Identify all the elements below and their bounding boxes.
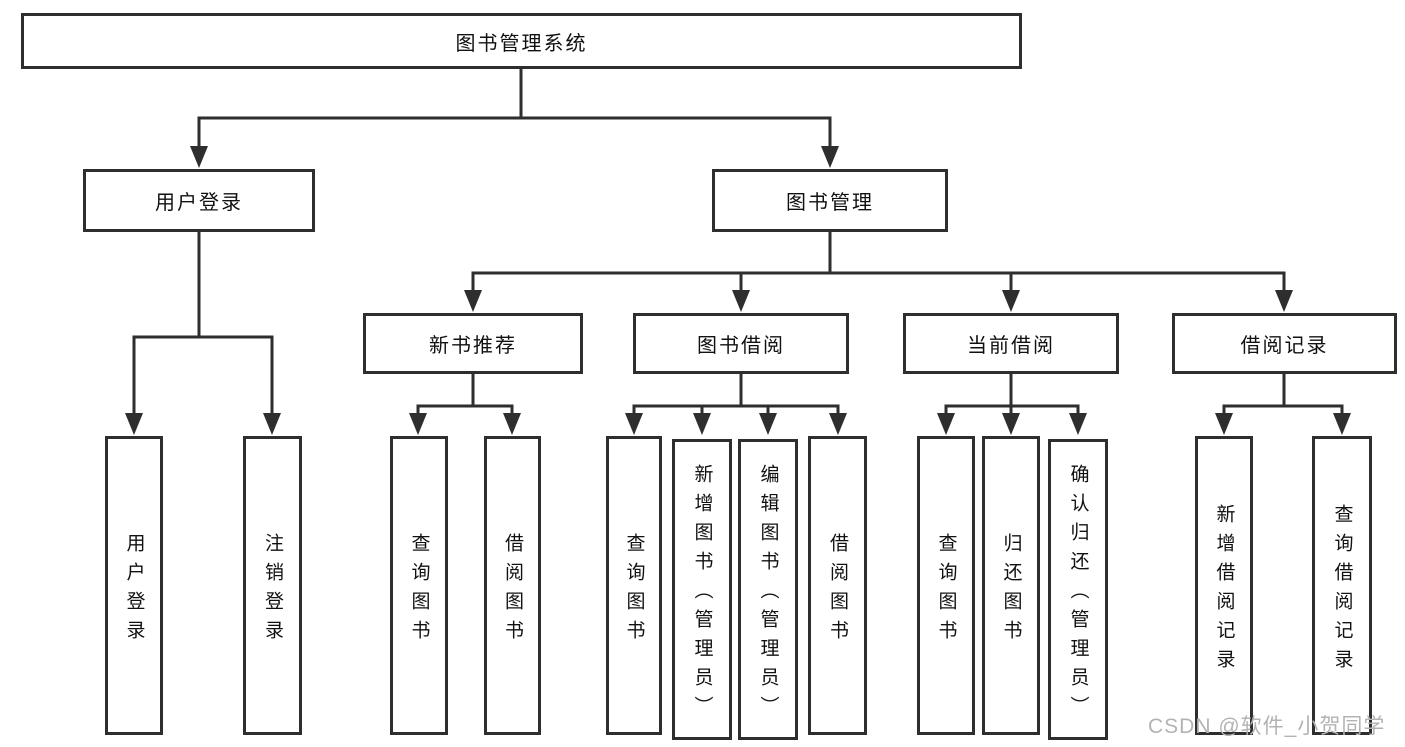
node-book-borrow: 图书借阅 (633, 313, 849, 374)
node-logout-label: 注销登录 (262, 532, 283, 649)
node-borrow-borrow-books-label: 借阅图书 (827, 532, 848, 649)
arrowheads (125, 146, 1351, 435)
node-recommend-borrow-books-label: 借阅图书 (502, 532, 523, 649)
node-logout: 注销登录 (243, 436, 302, 735)
node-login-label: 用户登录 (123, 532, 145, 649)
node-records-search-record: 查询借阅记录 (1312, 436, 1372, 735)
node-borrow-search-books: 查询图书 (606, 436, 662, 735)
node-library-system: 图书管理系统 (21, 13, 1022, 69)
node-borrow-edit-books-admin-label: 编辑图书（管理员） (757, 464, 779, 725)
node-login: 用户登录 (105, 436, 163, 735)
node-recommend-search-books: 查询图书 (390, 436, 448, 735)
node-records-add-record-label: 新增借阅记录 (1213, 503, 1235, 678)
node-current-confirm-return-admin: 确认归还（管理员） (1048, 439, 1108, 740)
node-records-search-record-label: 查询借阅记录 (1331, 503, 1353, 678)
node-borrow-search-books-label: 查询图书 (623, 532, 645, 649)
node-recommend-borrow-books: 借阅图书 (484, 436, 541, 735)
node-current-return-books-label: 归还图书 (1000, 532, 1022, 649)
node-current-borrow: 当前借阅 (903, 313, 1119, 374)
node-book-management: 图书管理 (712, 169, 948, 232)
node-current-search-books-label: 查询图书 (935, 532, 957, 649)
node-recommend-search-books-label: 查询图书 (408, 532, 430, 649)
node-borrow-edit-books-admin: 编辑图书（管理员） (738, 439, 798, 740)
node-borrow-add-books-admin: 新增图书（管理员） (672, 439, 732, 740)
node-new-book-recommend: 新书推荐 (363, 313, 583, 374)
node-user-login: 用户登录 (83, 169, 315, 232)
watermark: CSDN @软件_小贺同学 (1148, 715, 1386, 738)
node-borrow-borrow-books: 借阅图书 (808, 436, 867, 735)
node-current-return-books: 归还图书 (982, 436, 1040, 735)
node-current-search-books: 查询图书 (917, 436, 975, 735)
node-borrow-add-books-admin-label: 新增图书（管理员） (691, 464, 713, 725)
node-borrow-records: 借阅记录 (1172, 313, 1397, 374)
node-current-confirm-return-admin-label: 确认归还（管理员） (1067, 464, 1089, 725)
node-records-add-record: 新增借阅记录 (1195, 436, 1253, 735)
